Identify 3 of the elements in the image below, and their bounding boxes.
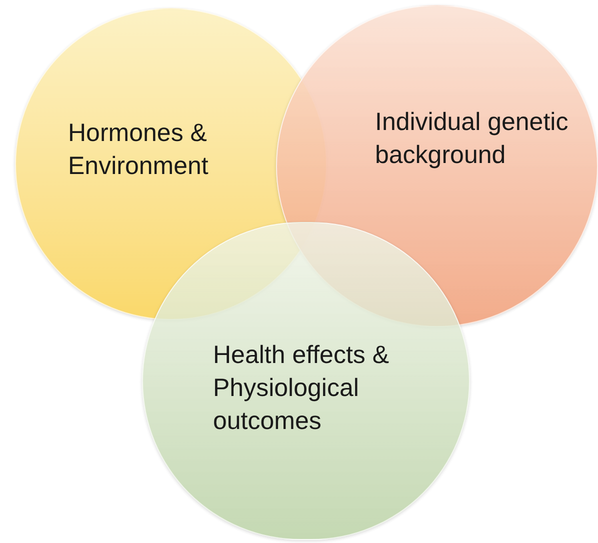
circle-label: Hormones & Environment — [68, 118, 210, 182]
circle-label: Individual genetic background — [375, 107, 570, 171]
circle-label: Health effects & Physiological outcomes — [213, 340, 390, 437]
